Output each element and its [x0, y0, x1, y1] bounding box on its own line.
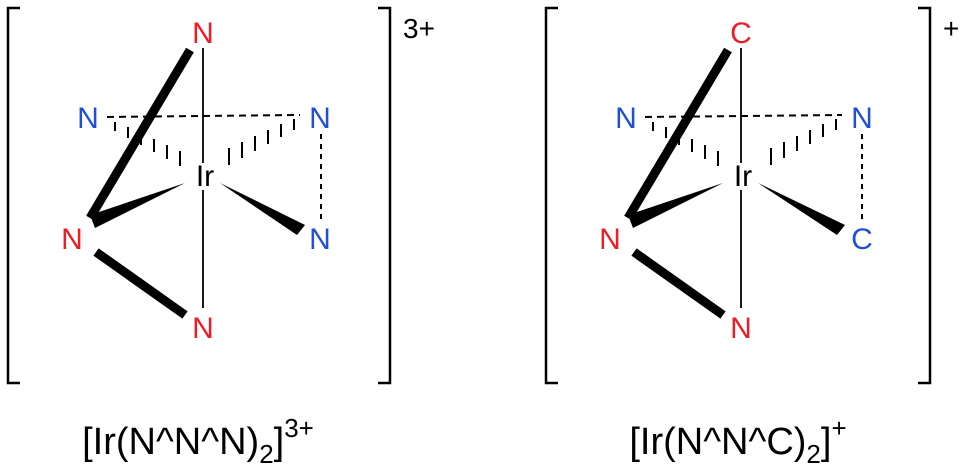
atom-right-back: N [851, 102, 873, 135]
left-bracket [544, 6, 558, 385]
complex-2: C N N Ir N C N + [Ir(N^N^C)2]+ [544, 6, 959, 469]
solid-wedge [628, 183, 723, 228]
dashed-bond [644, 114, 843, 118]
bold-bond [624, 47, 732, 221]
bold-bond [86, 47, 194, 221]
atom-right-back: N [309, 102, 331, 135]
left-bracket [6, 6, 20, 385]
atom-top: C [730, 17, 752, 50]
atom-center-ir: Ir [734, 160, 752, 193]
right-bracket [918, 6, 932, 385]
atom-top: N [192, 17, 214, 50]
hashed-wedge-right [770, 119, 837, 165]
atom-bottom: N [192, 312, 214, 345]
atom-left-front: N [61, 223, 83, 256]
solid-wedge [90, 183, 185, 228]
hashed-wedge-right [228, 119, 295, 165]
atom-left-front: N [599, 223, 621, 256]
solid-wedge [758, 183, 845, 235]
complex-caption: [Ir(N^N^C)2]+ [629, 413, 846, 469]
complex-caption: [Ir(N^N^N)2]3+ [82, 413, 314, 469]
complex-charge: + [943, 13, 959, 44]
atom-right-front: N [309, 223, 331, 256]
atom-bottom: N [730, 312, 752, 345]
complex-charge: 3+ [403, 13, 435, 44]
right-bracket [378, 6, 392, 385]
atom-left-back: N [77, 102, 99, 135]
solid-wedge [220, 183, 305, 235]
atom-left-back: N [615, 102, 637, 135]
bold-bond [631, 248, 726, 319]
complex-1: N N N Ir N N N 3+ [Ir(N^N^N)2]3+ [6, 6, 435, 469]
bold-bond [93, 248, 188, 319]
atom-right-front: C [851, 223, 873, 256]
atom-center-ir: Ir [196, 160, 214, 193]
